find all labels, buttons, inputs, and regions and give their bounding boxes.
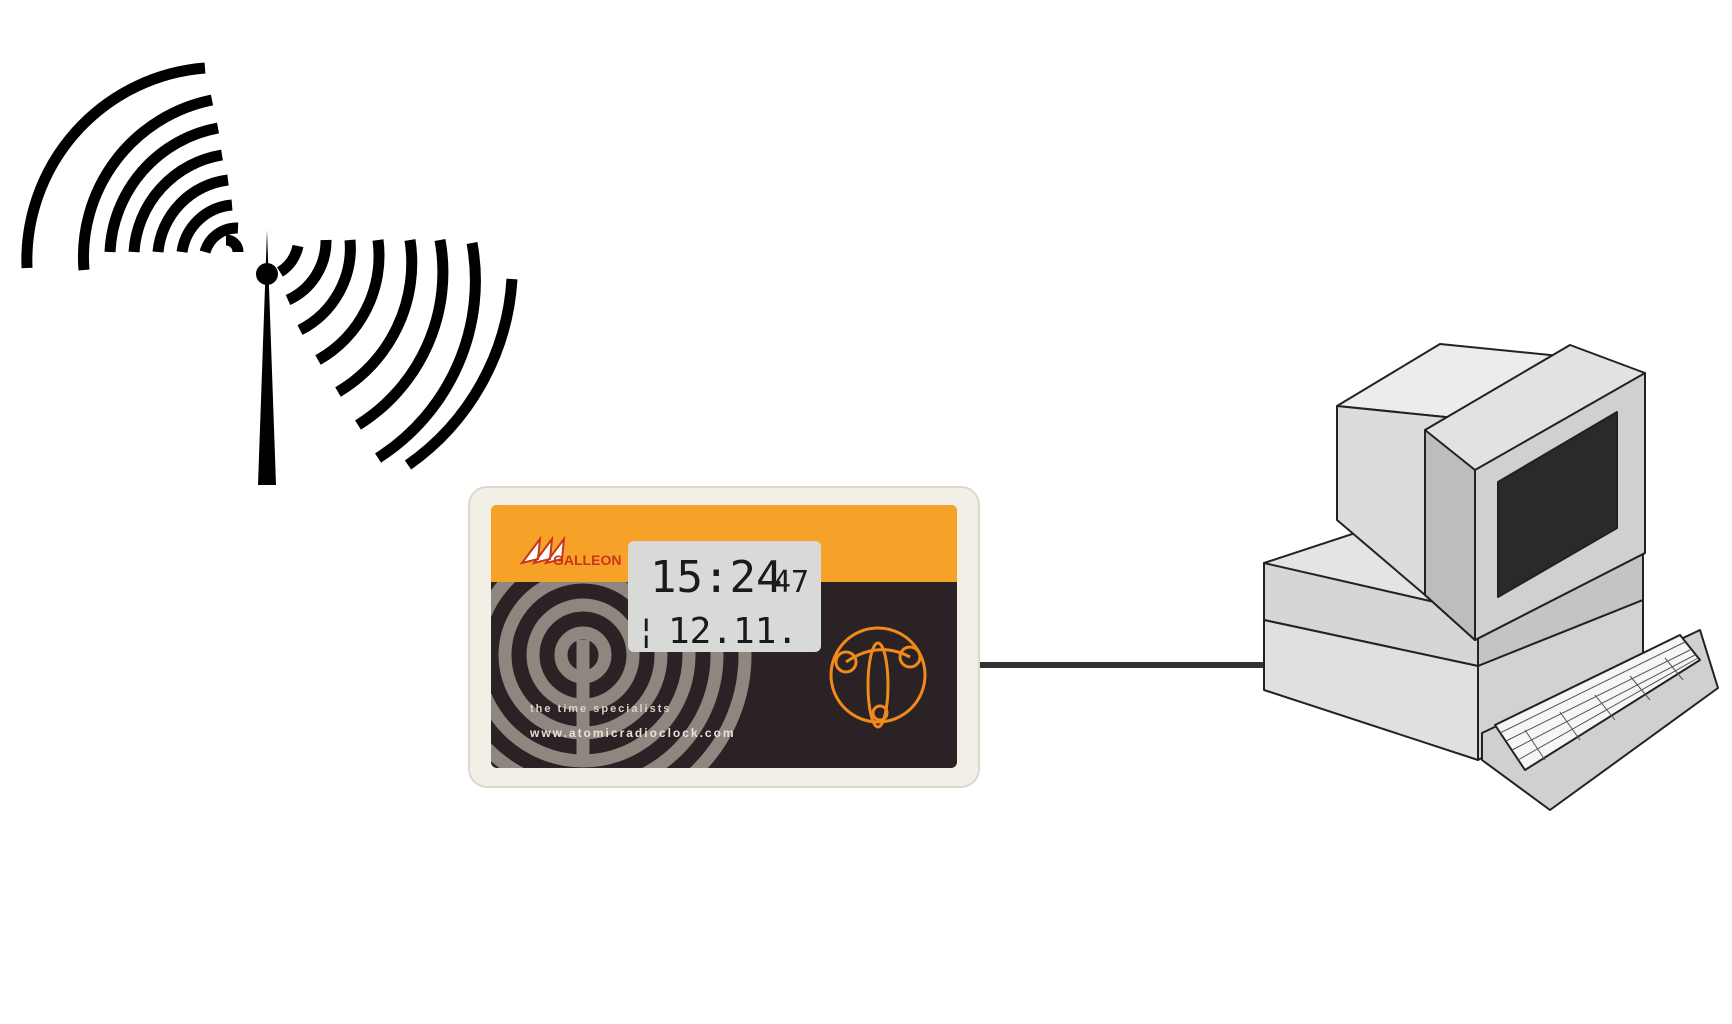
monitor-screen: [1497, 411, 1618, 598]
radio-clock-device: GALLEON 15:24 47 ¦ 12.11. the time speci…: [468, 486, 980, 788]
lcd-screen: [628, 541, 821, 652]
lcd-time: 15:24: [650, 552, 782, 603]
computer-icon: [1263, 343, 1719, 811]
lcd-date: 12.11.: [668, 611, 798, 652]
tagline: the time specialists: [530, 703, 672, 715]
lcd-seconds: 47: [773, 565, 809, 600]
signal-rings-graphic: [491, 582, 752, 768]
right-waves: [276, 239, 518, 470]
left-waves: [21, 62, 244, 271]
website-url: www.atomicradioclock.com: [529, 726, 736, 740]
radio-tower-icon: [21, 62, 518, 485]
atomic-clock-emblem-icon: [829, 626, 927, 729]
brand-name: GALLEON: [553, 552, 621, 568]
signal-indicator-icon: ¦: [636, 611, 656, 651]
monitor: [1336, 343, 1646, 641]
galleon-logo: GALLEON: [519, 535, 621, 568]
keyboard: [1481, 629, 1719, 811]
tower-mast: [258, 230, 276, 485]
